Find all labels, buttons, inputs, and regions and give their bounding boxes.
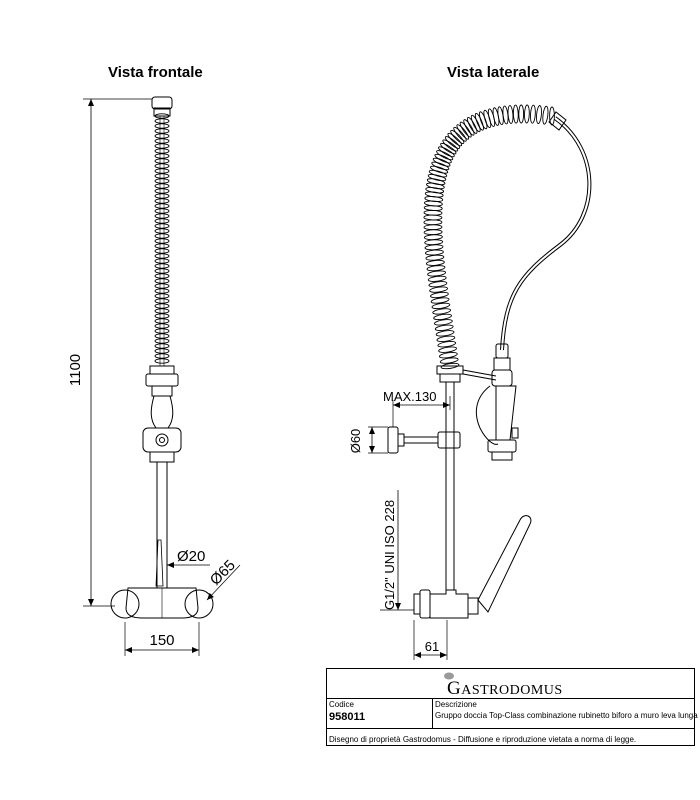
side-view-title: Vista laterale <box>447 64 540 81</box>
side-view <box>368 104 592 660</box>
bracket-diameter-label: Ø60 <box>348 429 363 454</box>
description-label: Descrizione <box>435 700 477 709</box>
gastrodomus-logo-icon <box>444 672 454 680</box>
front-spring-coil <box>154 113 170 366</box>
height-dimension-label: 1100 <box>67 354 84 386</box>
description-cell: Descrizione Gruppo doccia Top-Class comb… <box>433 699 698 728</box>
max-offset-label: MAX.130 <box>383 389 436 404</box>
front-view <box>83 96 241 656</box>
pipe-diameter-label: Ø20 <box>177 548 205 565</box>
depth-dimension-label: 61 <box>425 639 439 654</box>
rosette-diameter-label: Ø65 <box>207 557 239 589</box>
title-block-info-row: Codice 958011 Descrizione Gruppo doccia … <box>327 699 698 729</box>
description-value: Gruppo doccia Top-Class combinazione rub… <box>435 711 698 720</box>
code-cell: Codice 958011 <box>327 699 433 728</box>
thread-label: G1/2" UNI ISO 228 <box>382 500 397 610</box>
front-view-title: Vista frontale <box>108 64 203 81</box>
code-value: 958011 <box>329 711 366 723</box>
title-block: GASTRODOMUS Codice 958011 Descrizione Gr… <box>326 668 698 746</box>
width-dimension-label: 150 <box>149 632 174 649</box>
title-block-logo-row: GASTRODOMUS <box>327 669 694 699</box>
side-spring-coil <box>423 104 555 370</box>
code-label: Codice <box>329 700 354 709</box>
brand-logo-text: GASTRODOMUS <box>447 678 563 699</box>
copyright-footer: Disegno di proprietà Gastrodomus - Diffu… <box>329 735 637 744</box>
